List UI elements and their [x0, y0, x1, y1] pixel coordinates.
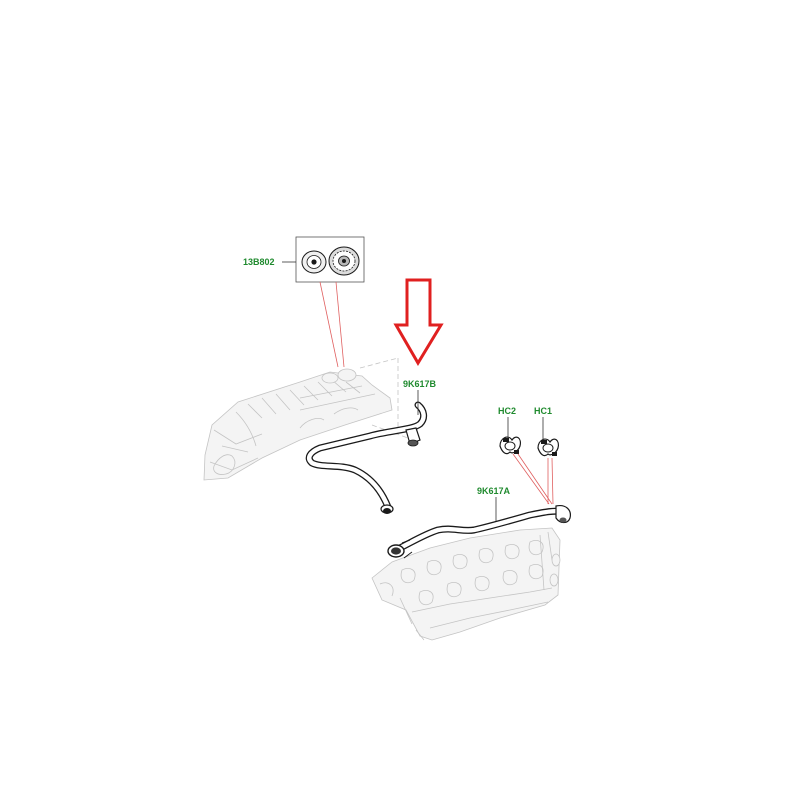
- label-9k617a: 9K617A: [477, 486, 511, 496]
- cap-callout-lines: [319, 281, 345, 368]
- down-arrow-icon: [393, 278, 444, 366]
- hose-clip-hc1: [537, 438, 559, 457]
- left-cam-cover: [203, 357, 409, 481]
- hose-9k617a: [387, 505, 571, 559]
- oil-filler-cap-icon: [301, 246, 360, 276]
- label-9k617b: 9K617B: [403, 379, 437, 389]
- label-hc2: HC2: [498, 406, 516, 416]
- label-hc1: HC1: [534, 406, 552, 416]
- label-13b802: 13B802: [243, 257, 275, 267]
- right-cylinder-head: [371, 527, 561, 641]
- hose-clip-hc2: [499, 436, 521, 455]
- clip-callout-lines: [512, 453, 554, 505]
- hose-9k617b: [305, 401, 428, 514]
- oil-filler-cap-inset: [295, 236, 365, 283]
